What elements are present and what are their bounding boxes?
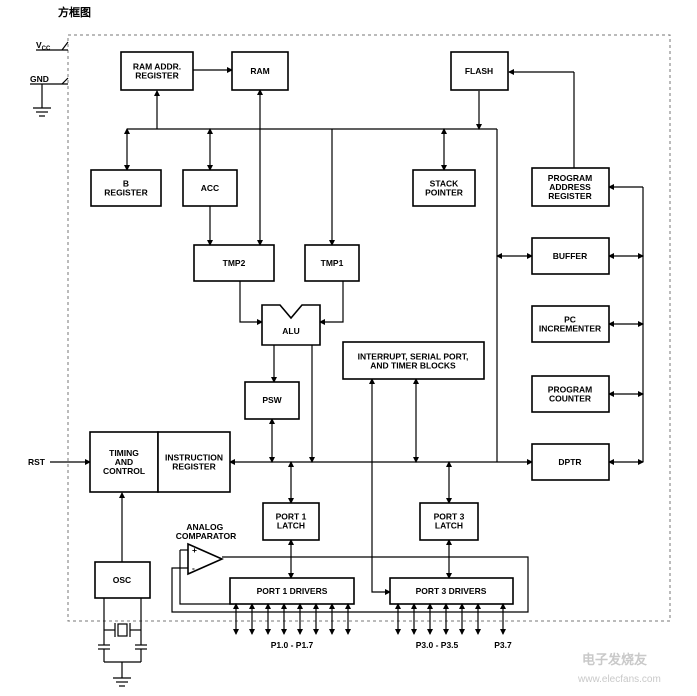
flash-label: FLASH: [465, 66, 493, 76]
alu-block: [261, 304, 321, 346]
buffer-block: [531, 237, 610, 275]
ram-label: RAM: [250, 66, 269, 76]
acc-block: [182, 169, 238, 207]
bus-wiring: [50, 67, 644, 613]
program-counter-block: [531, 375, 610, 413]
ram-block: [231, 51, 289, 91]
pc-incrementer-block: [531, 305, 610, 343]
port3-latch-block: [419, 502, 479, 541]
comparator-minus: -: [192, 563, 195, 573]
watermark-brand: 电子发烧友: [582, 652, 647, 667]
gnd-label: GND: [30, 74, 49, 84]
p37-pin-label: P3.7: [494, 640, 512, 650]
rst-label: RST: [28, 457, 46, 467]
port-pins: [233, 603, 506, 635]
psw-block: [244, 381, 300, 420]
psw-label: PSW: [262, 395, 282, 405]
timing-control-block: [89, 431, 159, 493]
instruction-register-block: [157, 431, 231, 493]
analog-comparator-symbol: [187, 542, 224, 576]
power-wiring: [30, 41, 69, 117]
flash-block: [450, 51, 509, 91]
port1-drivers-block: [229, 577, 355, 605]
watermark-url: www.elecfans.com: [577, 674, 661, 685]
buffer-label: BUFFER: [553, 251, 587, 261]
port1-drivers-label: PORT 1 DRIVERS: [257, 586, 328, 596]
alu-label: ALU: [282, 326, 299, 336]
tmp2-block: [193, 244, 275, 282]
diagram-title: 方框图: [58, 5, 91, 19]
watermark: 电子发烧友 www.elecfans.com: [577, 652, 661, 685]
interrupt-serial-timer-block: [342, 341, 485, 380]
tmp1-block: [304, 244, 360, 282]
osc-label: OSC: [113, 575, 131, 585]
osc-block: [94, 561, 151, 599]
port3-pins-label: P3.0 - P3.5: [416, 640, 459, 650]
ram-addr-register-block: [120, 51, 194, 91]
acc-label: ACC: [201, 183, 219, 193]
stack-pointer-block: [412, 169, 476, 207]
port1-pins-label: P1.0 - P1.7: [271, 640, 314, 650]
dptr-label: DPTR: [558, 457, 581, 467]
tmp2-label: TMP2: [223, 258, 246, 268]
ram-addr-label: RAM ADDR.REGISTER: [133, 62, 181, 81]
chip-boundary: [67, 34, 671, 622]
dptr-block: [531, 443, 610, 481]
port3-drivers-label: PORT 3 DRIVERS: [416, 586, 487, 596]
vcc-label: VCC: [36, 40, 51, 52]
program-address-register-block: [531, 167, 610, 207]
interrupt-label: INTERRUPT, SERIAL PORT,AND TIMER BLOCKS: [358, 352, 469, 371]
port1-latch-block: [262, 502, 320, 541]
comparator-label: ANALOG COMPARATOR: [176, 522, 236, 541]
crystal-network: [98, 598, 147, 687]
tmp1-label: TMP1: [321, 258, 344, 268]
port3-drivers-block: [389, 577, 514, 605]
comparator-plus: +: [192, 545, 197, 555]
b-register-block: [90, 169, 162, 207]
